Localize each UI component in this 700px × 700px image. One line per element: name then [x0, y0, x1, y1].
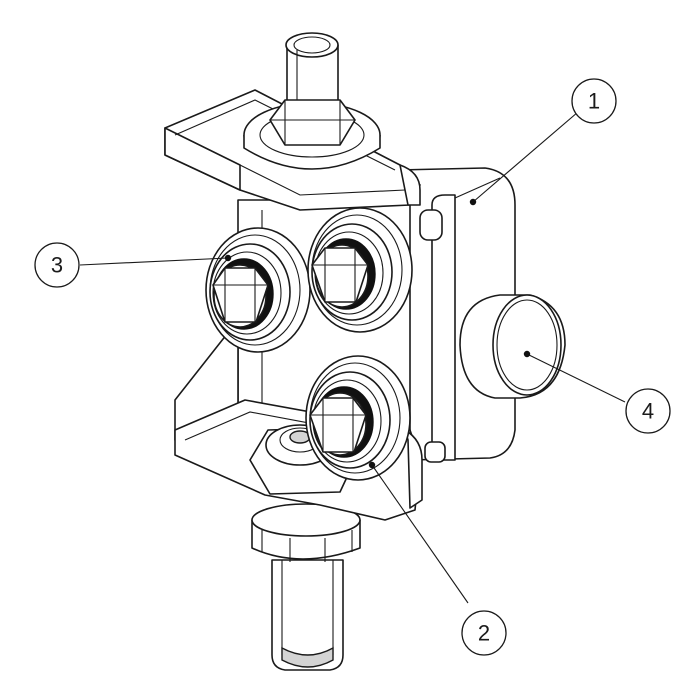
bottom-nut: [251, 503, 361, 562]
leader-dot-1: [469, 198, 477, 206]
bottom-shaft: [271, 559, 344, 671]
leader-2: [371, 464, 469, 604]
leader-lines: [79, 111, 626, 604]
callout-label-3: 3: [51, 253, 63, 278]
callout-1: 1: [571, 78, 617, 124]
callout-label-1: 1: [588, 89, 600, 114]
leader-1: [472, 111, 579, 203]
knob-part-4: [459, 294, 566, 399]
leader-4: [526, 353, 626, 403]
bolt-head-top-right: [311, 247, 369, 303]
callout-2: 2: [461, 610, 507, 656]
leader-dot-3: [224, 254, 232, 262]
bolt-head-bottom: [309, 397, 367, 453]
callout-label-2: 2: [478, 621, 490, 646]
callout-4: 4: [625, 388, 671, 434]
callout-3: 3: [34, 242, 80, 288]
leader-dot-4: [523, 350, 531, 358]
top-shaft: [285, 32, 339, 111]
leader-dot-2: [368, 461, 376, 469]
callout-label-4: 4: [642, 399, 654, 424]
top-nut: [269, 99, 356, 146]
bolt-head-top-left: [212, 267, 269, 323]
leader-3: [79, 257, 229, 266]
